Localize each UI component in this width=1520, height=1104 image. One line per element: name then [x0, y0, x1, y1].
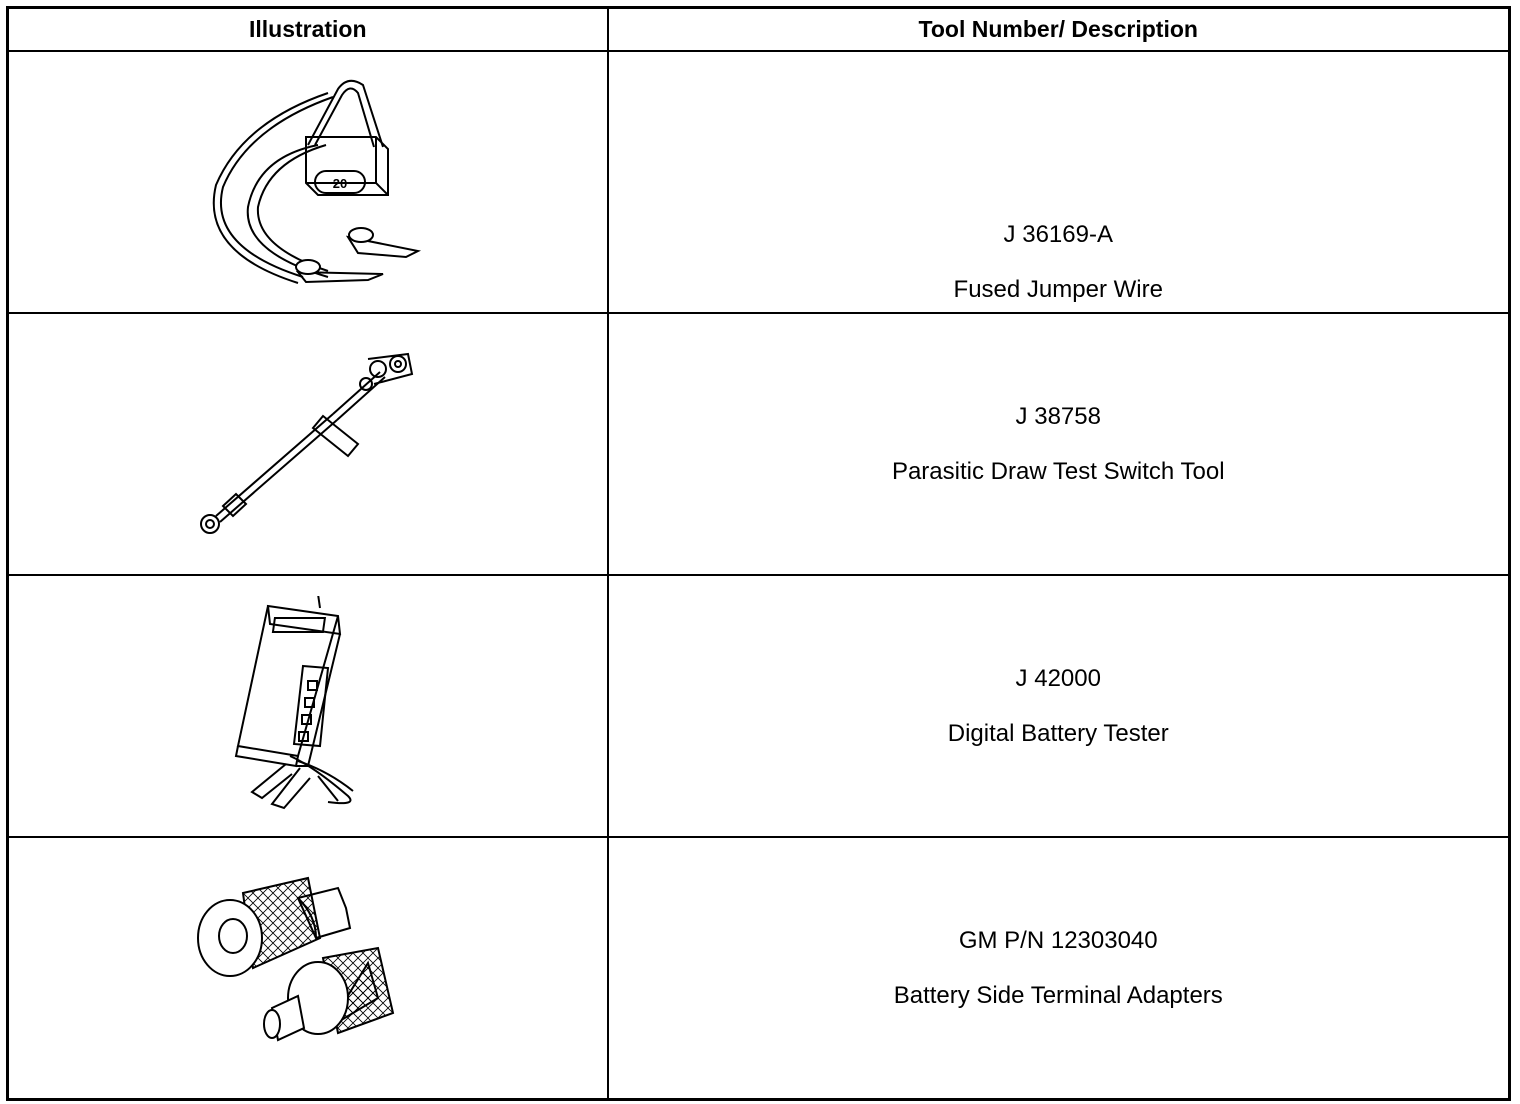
- tool-number: J 42000: [1015, 665, 1101, 692]
- tool-description: Fused Jumper Wire: [953, 276, 1163, 303]
- tool-number: J 38758: [1015, 403, 1101, 430]
- illustration-cell: [6, 312, 609, 576]
- header-row: Illustration Tool Number/ Description: [6, 6, 1511, 52]
- table-row: GM P/N 12303040 Battery Side Terminal Ad…: [6, 836, 1511, 1101]
- parasitic-draw-switch-illustration: [199, 352, 413, 534]
- illustration-cell: [6, 836, 609, 1101]
- tool-number: GM P/N 12303040: [958, 927, 1158, 954]
- table-row: 20 J 36169-A Fused Jumper Wire: [6, 50, 1511, 314]
- table-row: J 42000 Digital Battery Tester: [6, 574, 1511, 838]
- tool-description: Battery Side Terminal Adapters: [893, 982, 1223, 1009]
- tool-number: J 36169-A: [1003, 221, 1113, 248]
- illustration-cell: [6, 574, 609, 838]
- digital-battery-tester-illustration: [234, 596, 354, 810]
- table-row: J 38758 Parasitic Draw Test Switch Tool: [6, 312, 1511, 576]
- illustration-cell: 20: [6, 50, 609, 314]
- fuse-rating-label: 20: [333, 176, 347, 191]
- fused-jumper-wire-illustration: 20: [212, 79, 421, 284]
- tool-description-cell: J 42000 Digital Battery Tester: [606, 574, 1511, 838]
- tool-description-cell: J 36169-A Fused Jumper Wire: [606, 50, 1511, 314]
- tool-table: Illustration Tool Number/ Description: [6, 6, 1511, 1101]
- terminal-adapters-illustration: [196, 876, 394, 1042]
- tool-description-cell: GM P/N 12303040 Battery Side Terminal Ad…: [606, 836, 1511, 1101]
- header-illustration: Illustration: [6, 6, 609, 52]
- tool-description: Parasitic Draw Test Switch Tool: [891, 458, 1225, 485]
- header-tool-description: Tool Number/ Description: [606, 6, 1511, 52]
- tool-description: Digital Battery Tester: [947, 720, 1169, 747]
- tool-description-cell: J 38758 Parasitic Draw Test Switch Tool: [606, 312, 1511, 576]
